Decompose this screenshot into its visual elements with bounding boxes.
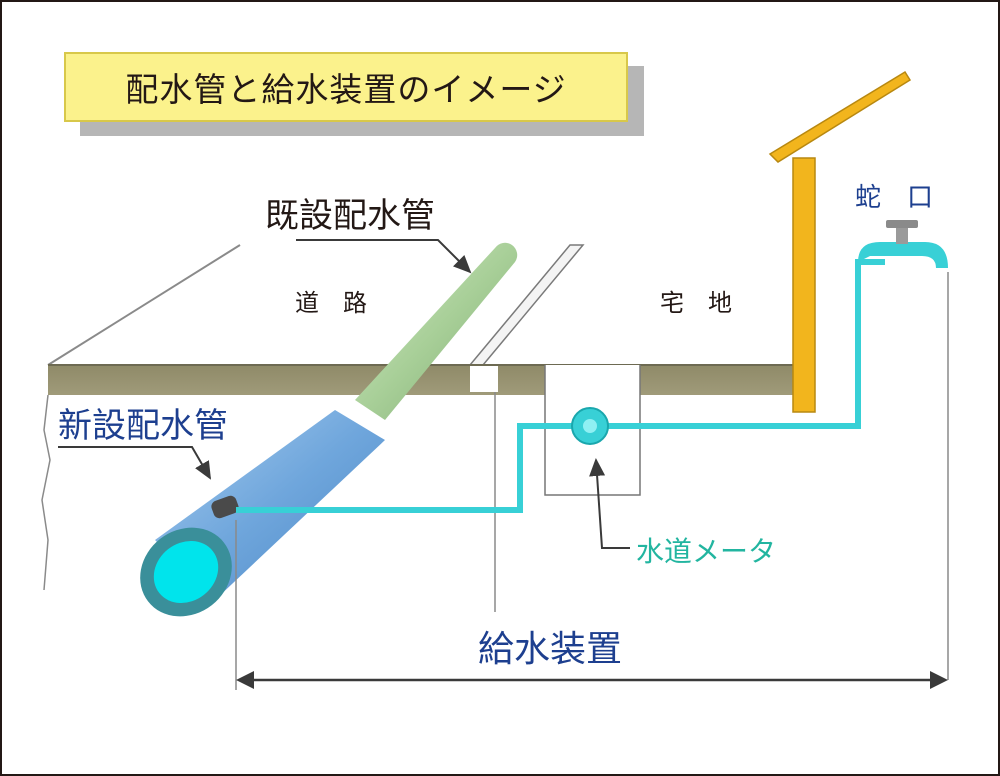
supply-equipment-label: 給水装置 (478, 629, 623, 670)
existing-main-label: 既設配水管 (265, 196, 435, 236)
faucet-stem (896, 226, 908, 244)
faucet-spout (858, 242, 948, 268)
service-line-upper (608, 259, 885, 429)
page-title: 配水管と給水装置のイメージ (125, 70, 567, 109)
existing-main-leader (296, 239, 472, 274)
water-meter-label: 水道メータ (636, 535, 777, 568)
span-arrow-left (236, 671, 254, 689)
title-box: 配水管と給水装置のイメージ (64, 52, 628, 122)
road-edge-line (47, 244, 241, 366)
new-pipe-end-opening (153, 541, 219, 603)
new-main-leader (58, 446, 212, 480)
water-meter-dial (583, 419, 597, 433)
faucet-handle (886, 220, 918, 228)
earth-edge (41, 394, 51, 591)
faucet-label: 蛇 口 (855, 183, 934, 213)
span-arrow-right (930, 671, 948, 689)
residential-label: 宅 地 (660, 289, 732, 317)
road-label: 道 路 (295, 289, 367, 317)
branch-saddle (211, 495, 239, 519)
building-roof (768, 70, 912, 163)
existing-main-pipe (355, 242, 518, 420)
water-meter-leader (589, 458, 630, 549)
new-main-label: 新設配水管 (58, 406, 228, 446)
service-line-lower (236, 423, 572, 513)
building-post (792, 157, 816, 413)
